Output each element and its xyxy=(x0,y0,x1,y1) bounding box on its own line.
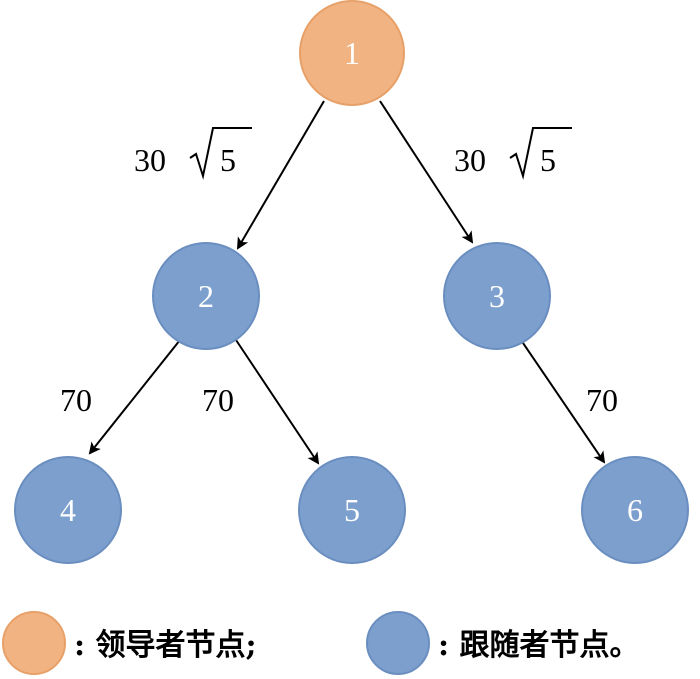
edge-2-4 xyxy=(88,339,181,455)
edge-1-2 xyxy=(236,100,325,250)
edge-1-3 xyxy=(379,100,474,244)
node-5-label: 5 xyxy=(344,492,360,528)
legend-follower-swatch xyxy=(366,611,430,675)
node-5: 5 xyxy=(298,456,406,564)
node-1-label: 1 xyxy=(344,35,360,71)
edge-label-2-4: 70 xyxy=(60,382,92,418)
radical-sign-icon xyxy=(189,127,252,180)
edges-group xyxy=(88,100,606,465)
node-6-label: 6 xyxy=(627,492,643,528)
edge-label-1-2-radicand: 5 xyxy=(220,142,236,178)
node-4: 4 xyxy=(14,456,122,564)
node-4-label: 4 xyxy=(60,492,76,528)
node-3: 3 xyxy=(443,242,551,350)
edge-labels-group: 30 5 30 5 70 70 70 xyxy=(60,127,618,418)
legend-leader-text: : 领导者节点; xyxy=(74,628,257,663)
radical-sign-icon xyxy=(509,127,572,180)
edge-label-1-3-prefix: 30 xyxy=(454,142,486,178)
edge-label-1-2-prefix: 30 xyxy=(134,142,166,178)
legend-follower-text: : 跟随者节点。 xyxy=(438,628,640,663)
edge-2-5 xyxy=(235,339,320,465)
edge-3-6 xyxy=(520,339,606,464)
legend-leader-swatch xyxy=(2,611,66,675)
node-6: 6 xyxy=(581,456,689,564)
legend: : 领导者节点; : 跟随者节点。 xyxy=(2,611,640,675)
edge-label-1-3-radicand: 5 xyxy=(540,142,556,178)
node-2-label: 2 xyxy=(198,278,214,314)
edge-label-1-2: 30 5 xyxy=(134,127,252,180)
node-1: 1 xyxy=(299,0,405,106)
edge-label-2-5: 70 xyxy=(202,382,234,418)
edge-label-3-6: 70 xyxy=(586,382,618,418)
nodes-group: 1 2 3 4 5 6 xyxy=(14,0,689,564)
edge-label-1-3: 30 5 xyxy=(454,127,572,180)
node-3-label: 3 xyxy=(489,278,505,314)
node-2: 2 xyxy=(152,242,260,350)
